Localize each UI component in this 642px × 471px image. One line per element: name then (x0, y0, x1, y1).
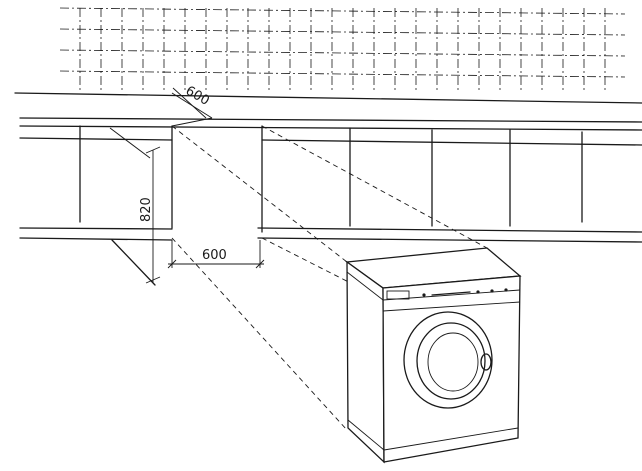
height-label: 820 (139, 197, 154, 222)
niche-floor (111, 117, 213, 286)
door-ring (416, 322, 486, 400)
projection-lines (171, 125, 488, 431)
door-outer (403, 311, 493, 409)
right-cabinets (257, 125, 642, 243)
machine-front (382, 275, 521, 463)
countertop (14, 92, 642, 131)
wall-tiles (59, 7, 626, 90)
machine-side (346, 260, 385, 464)
dimension-width: 600 (167, 240, 265, 269)
detergent-drawer (386, 290, 410, 300)
door-glass (427, 332, 479, 392)
washing-machine (345, 247, 522, 464)
tile-joint-horizontal (59, 28, 626, 36)
width-label: 600 (202, 248, 227, 263)
button-icon (504, 288, 508, 292)
tile-joint-horizontal (59, 7, 626, 15)
left-cabinet (19, 125, 173, 241)
door-handle (480, 353, 492, 371)
button-icon (490, 289, 494, 293)
depth-label: 600 (183, 83, 212, 108)
dimension-height: 820 (139, 146, 161, 284)
button-icon (476, 290, 480, 294)
tile-joint-horizontal (59, 49, 626, 57)
button-icon (422, 293, 426, 297)
tile-joint-horizontal (59, 70, 626, 78)
